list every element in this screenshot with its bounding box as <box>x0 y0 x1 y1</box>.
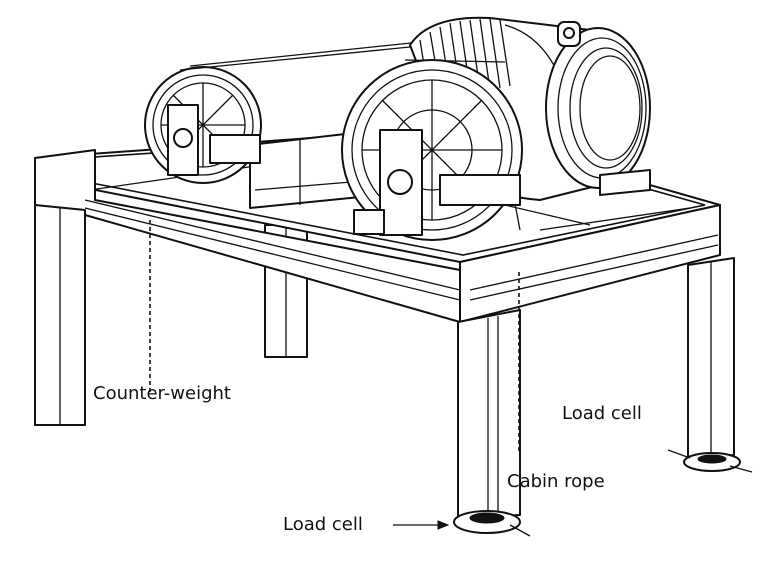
label-load-cell-front: Load cell <box>283 514 363 535</box>
front-column <box>457 309 521 519</box>
label-cabin-rope: Cabin rope <box>507 471 605 492</box>
label-counterweight: Counter-weight <box>93 383 231 404</box>
label-load-cell-right: Load cell <box>562 403 642 424</box>
back-right-column <box>687 257 735 459</box>
load-cell-front <box>453 510 531 537</box>
front-left-column <box>34 204 86 426</box>
left-sheave <box>144 66 262 184</box>
load-cell-arrow <box>393 520 450 530</box>
load-cell-right <box>667 449 753 473</box>
front-sheave <box>341 59 523 241</box>
